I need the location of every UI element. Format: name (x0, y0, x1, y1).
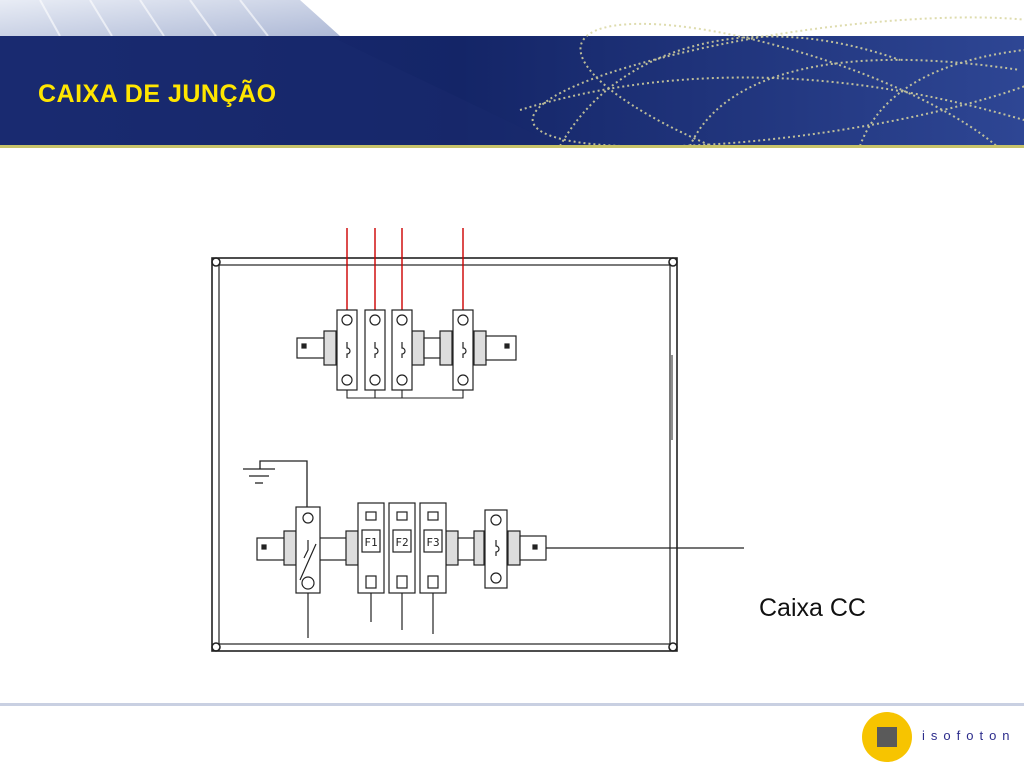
fuse-label-f1: F1 (364, 536, 377, 549)
isofoton-logo: isofoton (862, 712, 1022, 764)
fuse-holders (357, 502, 447, 594)
enclosure (211, 257, 678, 652)
junction-box-diagram: F1 F2 F3 (211, 228, 744, 652)
input-wires (346, 228, 464, 312)
logo-square-icon (877, 727, 897, 747)
logo-text: isofoton (922, 728, 1016, 743)
disconnect-block (484, 509, 508, 589)
upper-bridge-wire (346, 390, 464, 399)
lower-terminal-rail (256, 530, 547, 566)
slide-title: CAIXA DE JUNÇÃO (38, 80, 277, 108)
ground-icon (243, 460, 308, 510)
diagram-caption: Caixa CC (759, 594, 866, 622)
upper-terminal-rail (296, 330, 517, 366)
output-wires (307, 547, 744, 638)
logo-sun-icon (862, 712, 912, 762)
fuse-label-f2: F2 (395, 536, 408, 549)
footer-divider (0, 703, 1024, 706)
surge-protector-block (295, 506, 321, 594)
header-banner (0, 0, 1024, 148)
upper-terminal-blocks (336, 309, 474, 391)
header-background (0, 0, 1024, 148)
fuse-label-f3: F3 (426, 536, 439, 549)
